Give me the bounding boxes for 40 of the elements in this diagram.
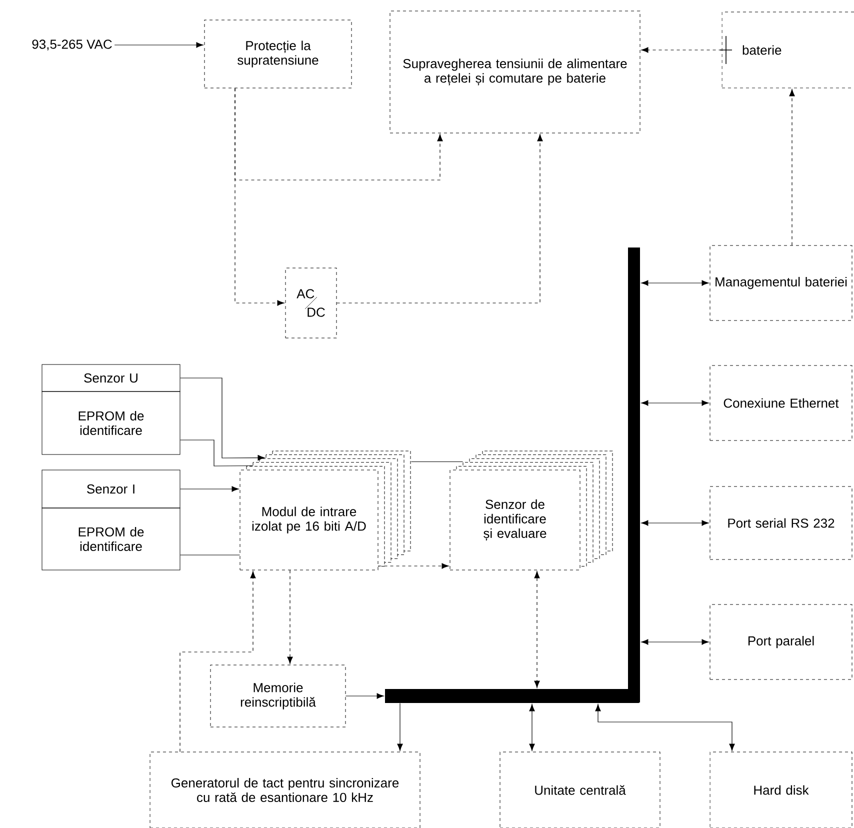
arrow [641, 280, 709, 286]
connector-line [410, 461, 464, 462]
arrow [336, 134, 543, 304]
arrow [534, 571, 540, 688]
arrow [114, 42, 204, 48]
arrow [529, 704, 535, 751]
block-box: Hard disk [710, 752, 852, 828]
arrow [234, 88, 284, 306]
block-box: Port serial RS 232 [710, 486, 852, 560]
arrow [345, 693, 384, 699]
sensor-box: Senzor I [42, 470, 180, 508]
block-box: Supravegherea tensiunii de alimentare a rețelei și comutare pe baterie [390, 10, 640, 134]
arrow [595, 704, 735, 751]
connector-line [180, 554, 240, 556]
block-box: Conexiune Ethernet [710, 365, 852, 441]
block-box: Memorie reinscriptibilă [210, 664, 346, 728]
arrow [789, 89, 795, 246]
arrow [180, 571, 256, 752]
block-box: Port paralel [710, 604, 852, 680]
battery-box: baterie [722, 12, 854, 88]
arrow [641, 520, 709, 526]
eprom-box: EPROM de identificare [42, 391, 180, 455]
voltage-label: 93,5-265 VAC [32, 40, 112, 50]
arrow [180, 378, 265, 461]
block-box: Unitate centrală [500, 752, 660, 828]
eprom-box: EPROM de identificare [42, 508, 180, 570]
block-box: Protecție la supratensiune [204, 20, 352, 88]
arrow [641, 639, 709, 645]
arrow [641, 400, 709, 406]
arrow [287, 570, 293, 664]
bus-bar [385, 689, 639, 703]
arrow [397, 702, 403, 751]
arrow [641, 47, 722, 53]
connector-line [180, 440, 254, 466]
arrow [378, 563, 449, 569]
sensor-box: Senzor U [42, 364, 180, 392]
block-box: Generatorul de tact pentru sincronizare cu rată de esantionare 10 kHz [150, 752, 420, 828]
arrow [180, 486, 239, 492]
block-box: Managementul bateriei [710, 245, 852, 321]
converter-box: AC DC [285, 268, 337, 338]
